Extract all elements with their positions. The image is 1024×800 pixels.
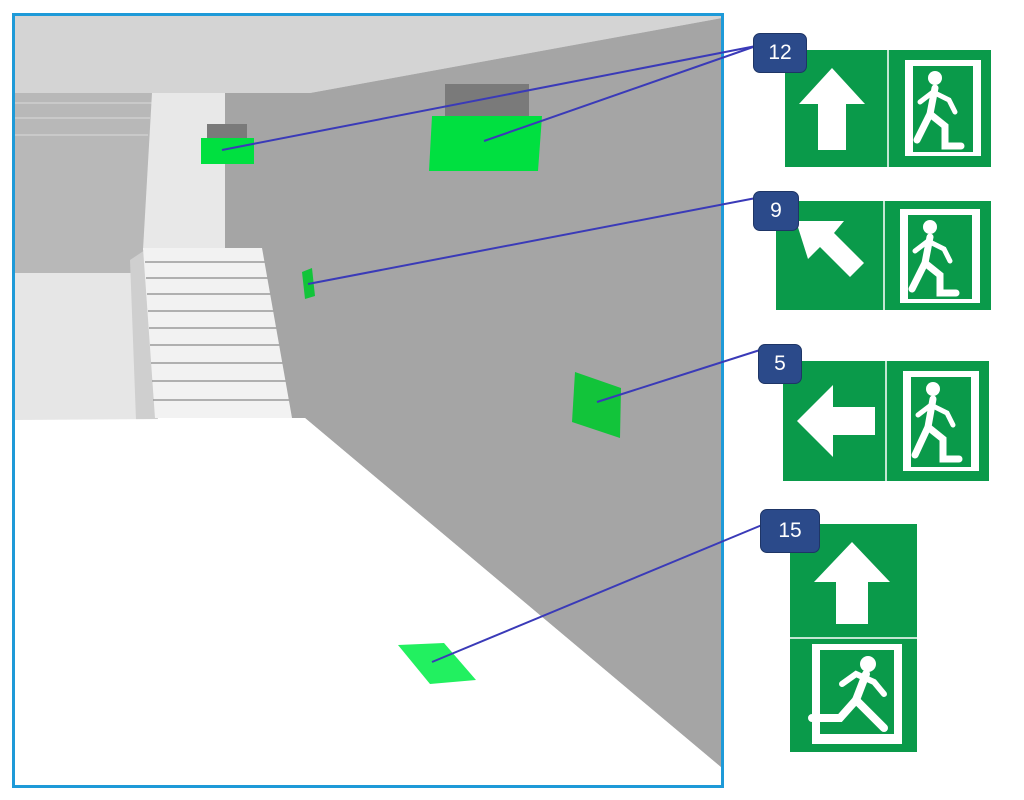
exit-sign-5 [783,361,989,481]
up-arrow-icon [799,68,865,150]
scene-exit-sign-wall-large [572,372,621,438]
running-man-exit-icon [905,60,981,156]
scene-exit-sign-ceiling-large [429,116,542,171]
right-wall [225,18,722,768]
running-man-exit-icon [808,644,902,744]
up-arrow-icon [814,542,890,624]
stair-railing [130,250,158,420]
scene-exit-sign-floor [398,643,476,684]
ceiling-fixture-small [207,124,247,140]
leader-line-12b [483,45,757,142]
floor [14,418,722,786]
leader-lines [221,45,763,663]
leader-line-9 [307,197,757,285]
leader-line-12a [221,45,757,151]
leader-line-5 [596,349,761,403]
exit-sign-9 [776,201,991,310]
up-left-arrow-icon [796,221,864,277]
exit-sign-15 [790,524,917,752]
back-wall-left [14,93,152,273]
scene-frame [12,13,724,788]
ceiling [14,15,722,93]
scene-exit-sign-ceiling-small [201,138,254,164]
callout-badge-15: 15 [760,509,820,553]
callout-badge-9: 9 [753,191,799,231]
callout-badge-5: 5 [758,344,802,384]
staircase [143,248,292,418]
callout-badge-12: 12 [753,33,807,73]
left-arrow-icon [797,385,875,457]
running-man-exit-icon [903,371,979,471]
ceiling-fixture-large [445,84,529,116]
running-man-exit-icon [900,209,980,303]
stair-steps [145,261,289,401]
stairwell-wall [143,93,225,250]
lower-landing [14,273,140,420]
leader-line-15 [431,524,763,663]
exit-sign-12 [785,50,991,167]
